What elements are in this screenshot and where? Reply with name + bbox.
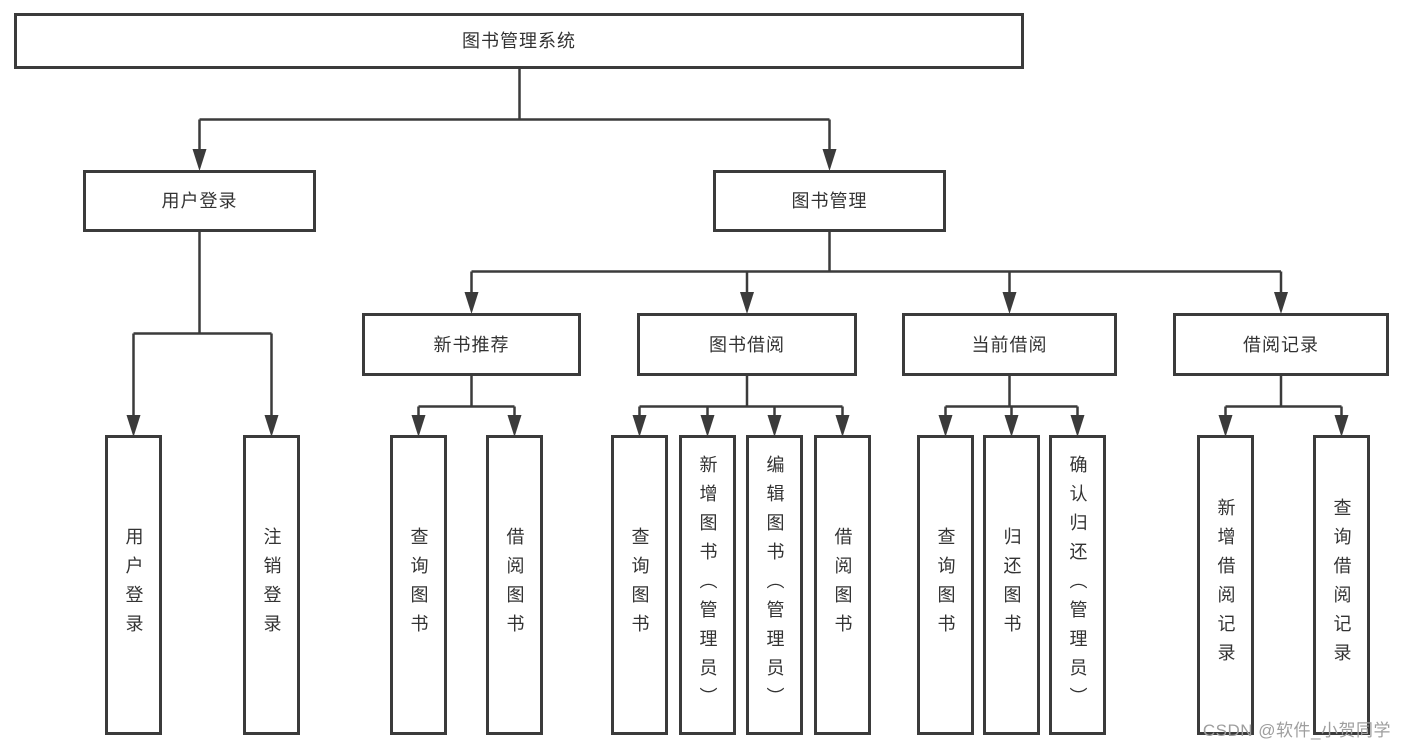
- leaf-cb-confirm-return-admin: 确认归还（管理员）: [1049, 435, 1106, 735]
- leaf-nbr-query-books: 查询图书: [390, 435, 447, 735]
- node-library-management-system: 图书管理系统: [14, 13, 1024, 69]
- leaf-cb-return-books: 归还图书: [983, 435, 1040, 735]
- leaf-bb-edit-books-admin: 编辑图书（管理员）: [746, 435, 803, 735]
- leaf-bb-query-books: 查询图书: [611, 435, 668, 735]
- node-book-borrowing: 图书借阅: [637, 313, 857, 376]
- leaf-nbr-borrow-books: 借阅图书: [486, 435, 543, 735]
- node-book-management-branch: 图书管理: [713, 170, 946, 232]
- leaf-bb-borrow-books: 借阅图书: [814, 435, 871, 735]
- node-borrowing-records: 借阅记录: [1173, 313, 1389, 376]
- leaf-logout: 注销登录: [243, 435, 300, 735]
- leaf-br-query-record: 查询借阅记录: [1313, 435, 1370, 735]
- watermark: CSDN @软件_小贺同学: [1202, 721, 1391, 740]
- node-user-login-branch: 用户登录: [83, 170, 316, 232]
- node-current-borrowing: 当前借阅: [902, 313, 1117, 376]
- leaf-bb-add-books-admin: 新增图书（管理员）: [679, 435, 736, 735]
- leaf-cb-query-books: 查询图书: [917, 435, 974, 735]
- node-new-book-recommendation: 新书推荐: [362, 313, 581, 376]
- leaf-br-add-record: 新增借阅记录: [1197, 435, 1254, 735]
- leaf-user-login: 用户登录: [105, 435, 162, 735]
